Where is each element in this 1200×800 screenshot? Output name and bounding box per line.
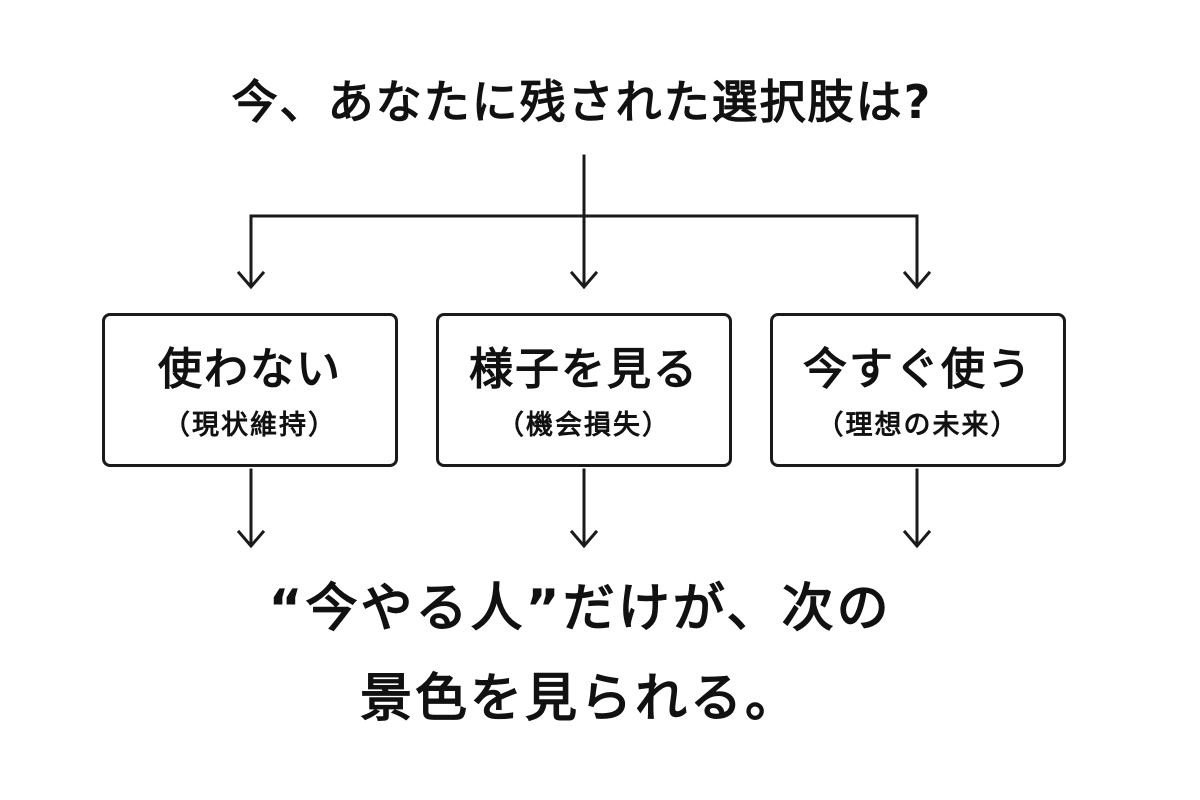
option-label: 様子を見る bbox=[469, 344, 699, 395]
option-box-use-now: 今すぐ使う （理想の未来） bbox=[770, 313, 1066, 467]
conclusion-line-2: 景色を見られる。 bbox=[359, 669, 800, 729]
arrowhead-down-icon bbox=[236, 529, 266, 549]
question-title: 今、あなたに残された選択肢は? bbox=[231, 75, 933, 129]
arrowhead-down-icon bbox=[236, 270, 266, 290]
option-sublabel: （理想の未来） bbox=[816, 410, 1020, 441]
option-sublabel: （機会損失） bbox=[497, 410, 671, 441]
option-label: 今すぐ使う bbox=[803, 344, 1033, 395]
conclusion-line-1: “今やる人”だけが、次の bbox=[268, 579, 892, 639]
option-label: 使わない bbox=[158, 344, 342, 395]
option-box-wait-and-see: 様子を見る （機会損失） bbox=[436, 313, 732, 467]
option-box-dont-use: 使わない （現状維持） bbox=[102, 313, 398, 467]
arrowhead-down-icon bbox=[569, 529, 599, 549]
arrowhead-down-icon bbox=[902, 529, 932, 549]
option-sublabel: （現状維持） bbox=[163, 410, 337, 441]
arrowhead-down-icon bbox=[902, 270, 932, 290]
arrowhead-down-icon bbox=[569, 270, 599, 290]
